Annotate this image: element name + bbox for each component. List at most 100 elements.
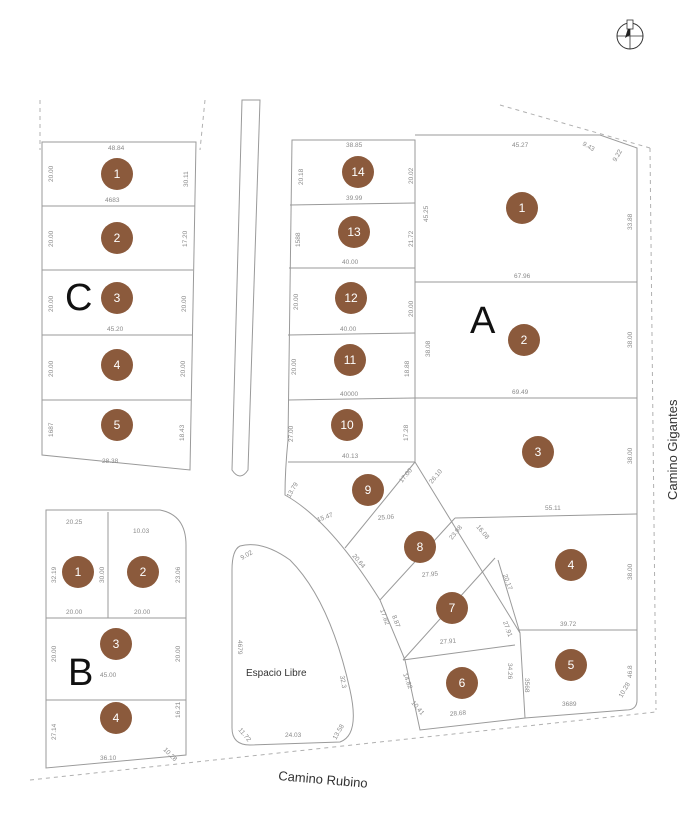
- dimension-label: 3568: [523, 678, 530, 693]
- median-strip: [231, 99, 261, 477]
- dimension-label: 20.00: [66, 609, 83, 616]
- dimension-label: 10.41: [409, 700, 425, 717]
- open-space: [231, 544, 354, 746]
- lot-number: 1: [519, 201, 526, 215]
- lot-marker[interactable]: 5: [555, 649, 587, 681]
- dimension-label: 45.25: [423, 205, 430, 222]
- dimension-label: 28.68: [450, 710, 467, 718]
- lot-number: 11: [344, 353, 357, 367]
- lot-marker[interactable]: 12: [335, 282, 367, 314]
- dimension-label: 27.00: [288, 425, 295, 442]
- road-label-gigantes: Camino Gigantes: [665, 399, 680, 500]
- block-label-b: B: [68, 652, 93, 694]
- lot-number: 5: [568, 658, 575, 672]
- lot-number: 4: [114, 358, 121, 372]
- dimension-label: 20.00: [175, 645, 182, 662]
- dimension-label: 20.00: [48, 295, 55, 312]
- dimension-label: 27.14: [51, 723, 58, 740]
- lot-marker[interactable]: 13: [338, 216, 370, 248]
- dimension-label: 14.82: [401, 672, 413, 690]
- dimension-label: 4679: [236, 640, 243, 655]
- lot-marker[interactable]: 2: [508, 324, 540, 356]
- lot-marker[interactable]: 14: [342, 156, 374, 188]
- dimension-label: 20.00: [134, 609, 151, 616]
- block-label-a: A: [470, 300, 496, 342]
- dimension-label: 9.43: [581, 141, 596, 154]
- lot-number: 5: [114, 418, 121, 432]
- dimension-label: 36.10: [100, 755, 117, 762]
- dimension-label: 34.26: [506, 663, 513, 680]
- lot-number: 10: [340, 418, 354, 432]
- lot-marker[interactable]: 4: [101, 349, 133, 381]
- dimension-label: 13.58: [332, 723, 346, 741]
- lot-number: 2: [521, 333, 528, 347]
- property-boundary: [29, 99, 657, 781]
- dimension-label: 21.72: [408, 230, 415, 247]
- dimension-label: 17.20: [182, 230, 189, 247]
- dimension-label: 3689: [562, 701, 577, 708]
- dimension-label: 27.95: [422, 571, 439, 579]
- dimension-label: 10.28: [618, 681, 632, 699]
- lot-marker[interactable]: 1: [506, 192, 538, 224]
- lot-marker[interactable]: 1: [101, 158, 133, 190]
- lot-number: 3: [535, 445, 542, 459]
- lot-number: 1: [75, 565, 82, 579]
- dimension-label: 20.17: [501, 573, 513, 591]
- dimension-label: 38.85: [346, 142, 363, 149]
- dimension-label: 20.00: [180, 360, 187, 377]
- dimension-label: 40.13: [342, 453, 359, 460]
- dimension-label: 39.72: [560, 621, 577, 628]
- lot-marker[interactable]: 5: [101, 409, 133, 441]
- dimension-label: 9.22: [612, 148, 625, 163]
- lot-marker[interactable]: 11: [334, 344, 366, 376]
- dimension-label: 18.43: [179, 424, 186, 441]
- dimension-label: 30.00: [99, 566, 106, 583]
- lot-marker[interactable]: 1: [62, 556, 94, 588]
- lot-number: 6: [459, 676, 466, 690]
- dimension-label: 10.03: [133, 528, 150, 535]
- dimension-label: 20.00: [291, 358, 298, 375]
- dimension-label: 40.00: [342, 259, 359, 266]
- lot-marker[interactable]: 10: [331, 409, 363, 441]
- lot-marker[interactable]: 4: [100, 702, 132, 734]
- dimension-label: 45.20: [107, 326, 124, 333]
- road-label-rubino: Camino Rubino: [278, 768, 369, 791]
- block-c: [41, 141, 197, 471]
- dimension-label: 20.25: [66, 519, 83, 526]
- dimension-label: 45.27: [512, 142, 529, 149]
- dimension-label: 15.47: [316, 512, 334, 524]
- lot-number: 1: [114, 167, 121, 181]
- block-b: [45, 509, 187, 769]
- lot-marker[interactable]: 9: [352, 474, 384, 506]
- dimension-label: 20.02: [408, 167, 415, 184]
- dimension-label: 17.00: [398, 467, 414, 484]
- lot-marker[interactable]: 3: [101, 282, 133, 314]
- lot-marker[interactable]: 7: [436, 592, 468, 624]
- lot-number: 14: [351, 165, 365, 179]
- lot-number: 7: [449, 601, 456, 615]
- dimension-label: 28.38: [102, 458, 119, 465]
- dimension-label: 45.00: [100, 672, 117, 679]
- dimension-label: 8.87: [390, 614, 401, 629]
- dimension-label: 20.00: [48, 165, 55, 182]
- dimension-label: 9.02: [240, 549, 255, 562]
- dimension-label: 26.10: [428, 468, 444, 485]
- lot-marker[interactable]: 2: [127, 556, 159, 588]
- lot-marker[interactable]: 8: [404, 531, 436, 563]
- lot-marker[interactable]: 3: [522, 436, 554, 468]
- dimension-label: 25.06: [378, 514, 395, 522]
- dimension-label: 33.88: [627, 213, 634, 230]
- lot-marker[interactable]: 3: [100, 628, 132, 660]
- dimension-label: 67.96: [514, 273, 531, 280]
- dimension-label: 20.00: [408, 300, 415, 317]
- dimension-label: 38.00: [627, 447, 634, 464]
- dimension-label: 30.11: [183, 171, 190, 187]
- dimension-label: 20.00: [181, 295, 188, 312]
- dimension-label: 18.88: [404, 360, 411, 377]
- dimension-label: 69.49: [512, 389, 529, 396]
- lot-marker[interactable]: 6: [446, 667, 478, 699]
- lot-marker[interactable]: 2: [101, 222, 133, 254]
- dimension-label: 1588: [295, 232, 302, 247]
- dimension-label: 32.3: [338, 675, 347, 689]
- lot-marker[interactable]: 4: [555, 549, 587, 581]
